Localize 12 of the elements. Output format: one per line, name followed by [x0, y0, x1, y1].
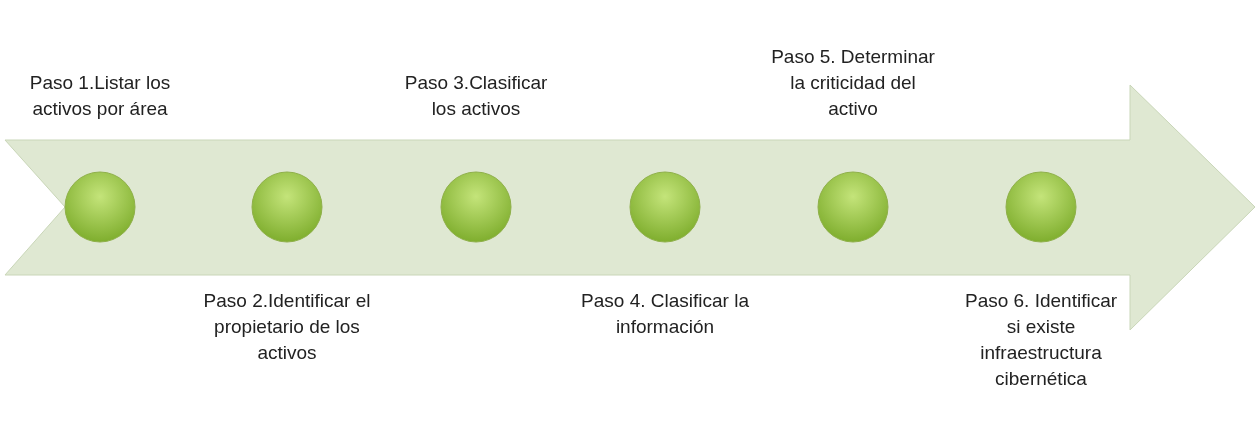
step-label: Paso 3.Clasificar los activos: [403, 71, 549, 121]
step-circle: [817, 171, 889, 243]
step-circle: [251, 171, 323, 243]
step-label: Paso 5. Determinar la criticidad del activo: [770, 45, 936, 121]
step-label: Paso 6. Identificar si existe infraestructura cibernética: [963, 289, 1119, 391]
step-circle: [64, 171, 136, 243]
step-circle: [629, 171, 701, 243]
step-circle: [440, 171, 512, 243]
step-label: Paso 2.Identificar el propietario de los activos: [202, 289, 372, 365]
step-label: Paso 4. Clasificar la información: [580, 289, 750, 339]
step-label: Paso 1.Listar los activos por área: [28, 71, 172, 121]
step-circle: [1005, 171, 1077, 243]
